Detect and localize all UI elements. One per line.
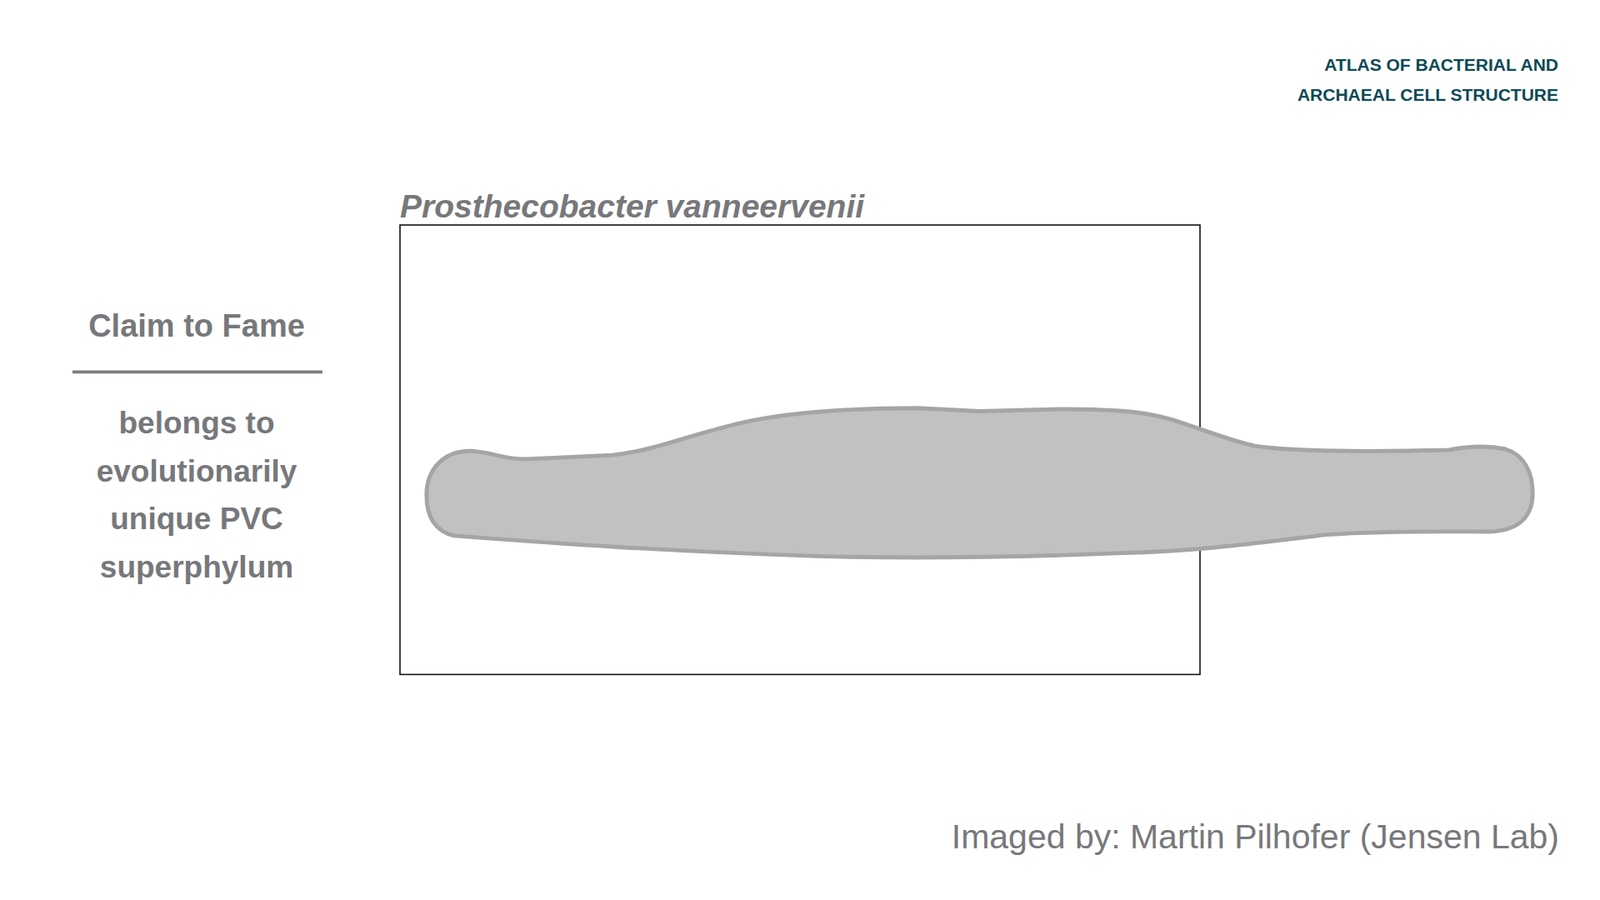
divider-line: [72, 370, 323, 374]
claim-text: belongs to evolutionarily unique PVC sup…: [55, 399, 339, 591]
credit-line: Imaged by: Martin Pilhofer (Jensen Lab): [951, 816, 1560, 857]
bacterial-cell: [426, 408, 1533, 558]
atlas-logo: ATLAS OF BACTERIAL AND ARCHAEAL CELL STR…: [1250, 50, 1559, 110]
species-title: Prosthecobacter vanneervenii: [400, 188, 865, 225]
claim-heading: Claim to Fame: [46, 307, 347, 345]
